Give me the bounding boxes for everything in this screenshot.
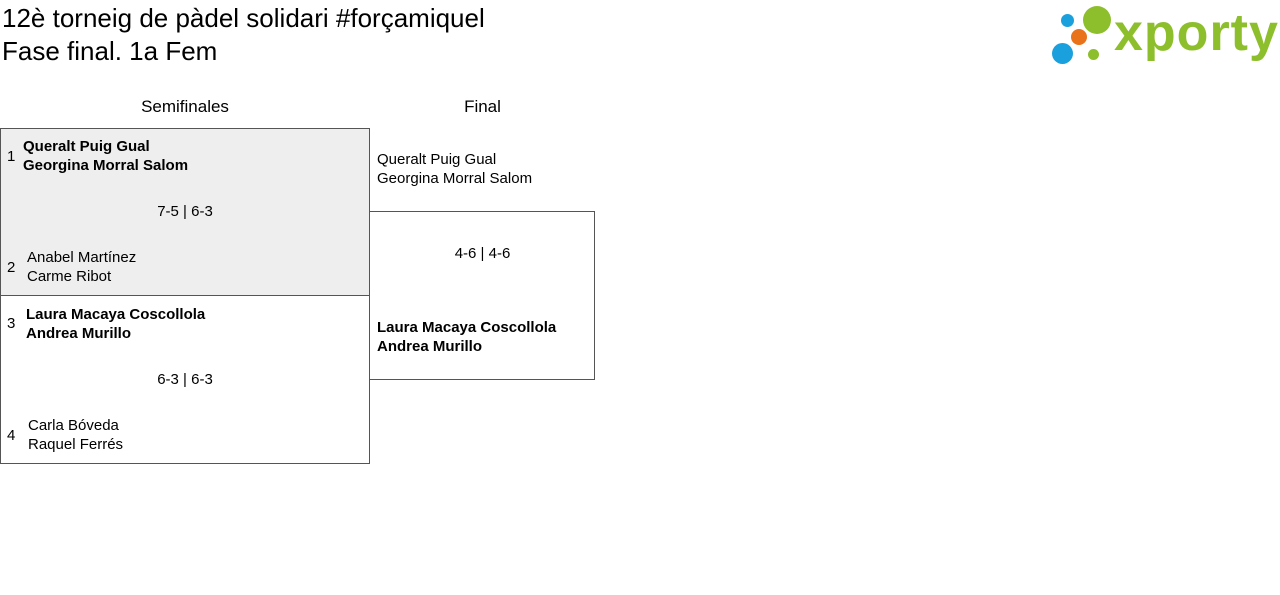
seed-number: 3 xyxy=(7,315,16,332)
player-name: Queralt Puig Gual xyxy=(377,151,497,168)
seed-number: 1 xyxy=(7,148,16,165)
player-name: Queralt Puig Gual xyxy=(23,138,150,155)
tournament-title: 12è torneig de pàdel solidari #forçamiqu… xyxy=(2,3,485,33)
player-name: Laura Macaya Coscollola xyxy=(26,306,206,323)
logo-dot-orange xyxy=(1071,29,1087,45)
player-name: Carla Bóveda xyxy=(28,417,119,434)
seed-number: 4 xyxy=(7,427,16,444)
match-score: 6-3 | 6-3 xyxy=(157,371,213,388)
player-name: Anabel Martínez xyxy=(27,249,137,266)
phase-title: Fase final. 1a Fem xyxy=(2,36,218,66)
final-match[interactable] xyxy=(369,211,595,380)
final-heading: Final xyxy=(464,97,501,116)
xporty-logo[interactable]: xporty xyxy=(1052,4,1279,67)
player-name: Georgina Morral Salom xyxy=(23,157,189,174)
seed-number: 2 xyxy=(7,259,16,276)
player-name: Raquel Ferrés xyxy=(28,436,124,453)
player-name: Andrea Murillo xyxy=(26,325,132,342)
logo-dot-green-large xyxy=(1083,6,1111,34)
player-name: Carme Ribot xyxy=(27,268,112,285)
match-score: 4-6 | 4-6 xyxy=(454,245,511,262)
logo-dot-blue-small xyxy=(1061,14,1074,27)
semifinals-heading: Semifinales xyxy=(141,97,229,116)
logo-dot-green-small xyxy=(1088,49,1099,60)
semifinal-match-1[interactable] xyxy=(0,128,370,296)
logo-text: xporty xyxy=(1114,4,1279,62)
logo-dot-blue-large xyxy=(1052,43,1073,64)
player-name: Georgina Morral Salom xyxy=(377,170,533,187)
player-name: Laura Macaya Coscollola xyxy=(377,319,557,336)
match-score: 7-5 | 6-3 xyxy=(157,203,213,220)
player-name: Andrea Murillo xyxy=(377,338,483,355)
